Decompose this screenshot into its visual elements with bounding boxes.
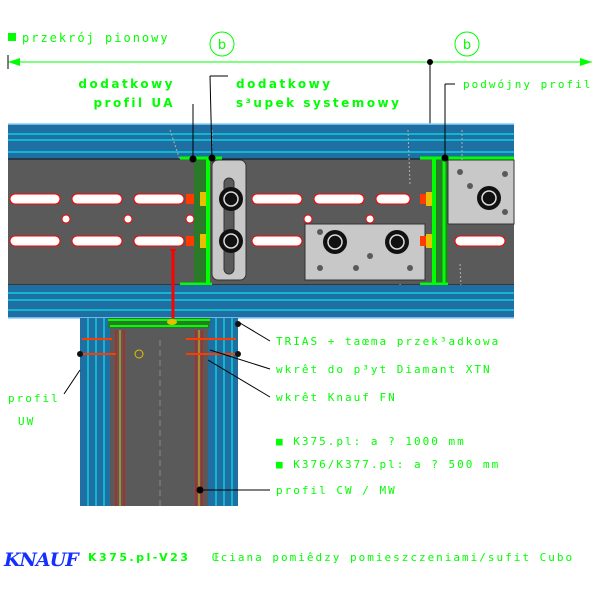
slot-row-lower [9,193,506,247]
ceiling-panel-bottom [8,285,514,319]
label-additional-post-1: dodatkowy [236,77,333,91]
dimension-marker-right: b [463,38,471,53]
label-profile-uw-1: profil [8,392,60,405]
ceiling-panel-top [8,123,514,159]
drawing-code: K375.pl-V23 [88,551,190,564]
dimension-line [7,31,592,69]
leader-lines [63,75,455,494]
label-spacing-k376: ■ K376/K377.pl: a ? 500 mm [276,458,500,471]
trias-anchor [170,249,176,322]
label-profile-uw-2: UW [18,415,35,428]
post-connector-plate [211,159,247,281]
bolt-icons [186,186,501,254]
connector-plate-horizontal [304,223,426,281]
section-bullet-icon [8,33,16,41]
label-trias: TRIAS + taœma przek³adkowa [276,335,500,348]
label-screw-diamant: wkrêt do p³yt Diamant XTN [276,363,492,376]
steel-beam-core [8,158,514,286]
section-label: przekrój pionowy [22,31,170,45]
label-profile-cw: profil CW / MW [276,484,397,497]
label-spacing-k375: ■ K375.pl: a ? 1000 mm [276,435,466,448]
partition-wall [77,318,241,506]
knauf-logo: KNAUF [3,549,80,571]
label-additional-post-2: s³upek systemowy [236,96,401,110]
label-additional-ua-1: dodatkowy [78,77,175,91]
label-additional-ua-2: profil UA [93,96,175,110]
hole-row [61,214,375,224]
label-screw-knauf: wkrêt Knauf FN [276,391,397,404]
slot-row-upper [9,193,411,205]
drawing-description: Œciana pomiêdzy pomieszczeniami/sufit Cu… [212,551,574,564]
dimension-marker-left: b [218,38,226,53]
double-ua-profile [420,156,515,286]
label-double-ua: podwójny profil UA [463,78,600,91]
